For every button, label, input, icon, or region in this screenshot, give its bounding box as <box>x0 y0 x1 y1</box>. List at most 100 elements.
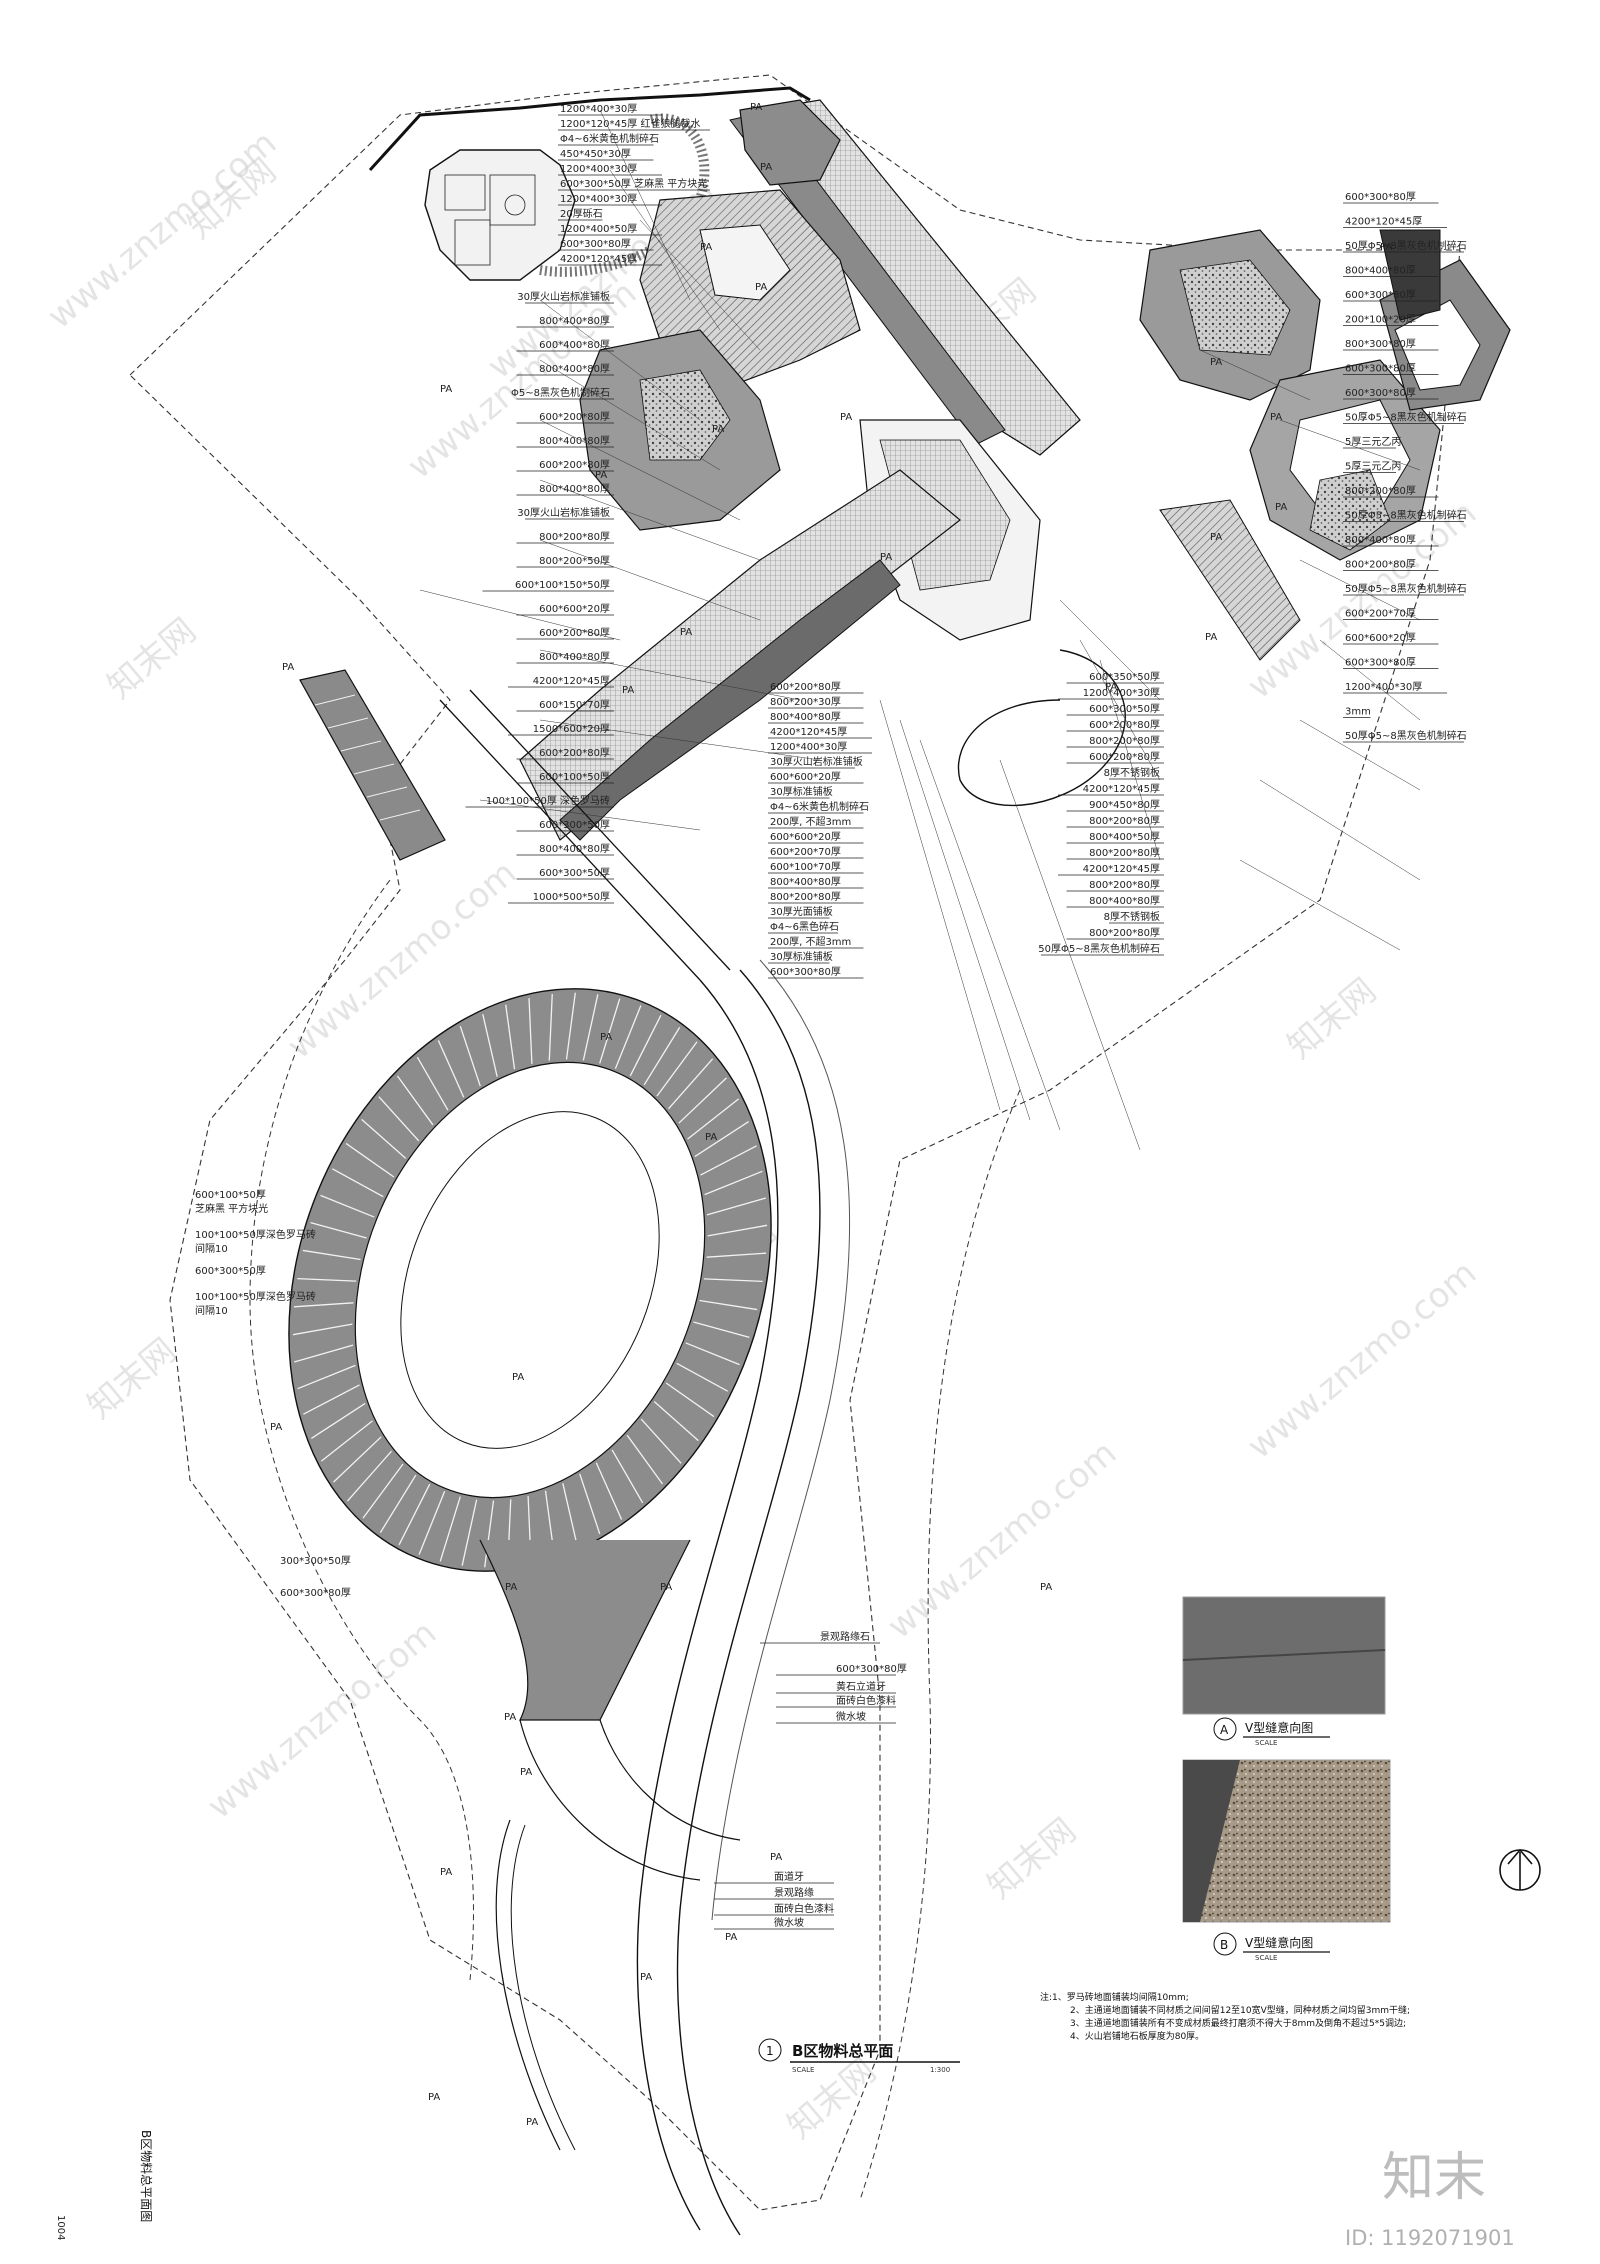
parking-bay-line <box>484 1500 495 1568</box>
top-pavilion <box>739 99 841 186</box>
parking-bay-line <box>629 1014 662 1077</box>
area-label-pa: PA <box>1210 532 1222 543</box>
callout-label: 30厚火山岩标准铺板 <box>517 290 610 303</box>
area-label-pa: PA <box>282 662 294 673</box>
area-labels: PAPAPAPAPAPAPAPAPAPAPAPAPAPAPAPAPAPAPAPA… <box>270 102 1392 2128</box>
callout-label: 600*200*80厚 <box>539 627 610 639</box>
parking-bay-line <box>599 998 621 1064</box>
area-label-pa: PA <box>595 470 607 481</box>
callout-label: 450*450*30厚 <box>560 148 631 160</box>
area-label-pa: PA <box>760 162 772 173</box>
area-label-pa: PA <box>770 1852 782 1863</box>
callout-label: 800*200*80厚 <box>1345 559 1416 571</box>
parking-bay-line <box>640 1418 682 1464</box>
area-label-pa: PA <box>700 242 712 253</box>
parking-bay-line <box>396 1075 434 1126</box>
main-road-curve-c <box>711 959 851 1921</box>
callout-label: 4200*120*45厚 <box>1083 863 1160 875</box>
parking-bay-line <box>693 1321 750 1338</box>
parking-bay-line <box>361 1118 407 1159</box>
callout-label: 800*400*80厚 <box>539 651 610 663</box>
detail-a-groove <box>1182 1649 1386 1661</box>
parking-bay-line <box>294 1344 354 1363</box>
parking-bay-line <box>700 1145 757 1176</box>
parking-bay-line <box>320 1194 375 1218</box>
callout-label: 800*200*80厚 <box>1089 847 1160 859</box>
callout-label: 4200*120*45厚 <box>1345 216 1422 228</box>
callout-label: 200厚, 不超3mm <box>770 935 851 948</box>
callout-label: 30厚火山岩标准铺板 <box>770 755 863 768</box>
callout-label: Φ4~6黑色碎石 <box>770 920 839 933</box>
callout-label: 5厚三元乙丙 <box>1345 461 1401 473</box>
callout-label: 600*300*50厚 芝麻黑 平方块光 <box>560 177 707 190</box>
callout-label: 30厚标准铺板 <box>770 785 833 798</box>
parking-bay-line <box>562 1483 578 1547</box>
parking-bay-line <box>614 1005 642 1069</box>
callouts-right: 600*300*80厚 4200*120*45厚 50厚Φ5~8黑灰色机制碎石 800… <box>1343 191 1467 743</box>
callout-label: 600*100*70厚 <box>770 861 841 873</box>
callout-label: 600*300*50厚 <box>1089 703 1160 715</box>
callout-label: 8厚不锈钢板 <box>1104 910 1160 923</box>
callout-label: 600*200*80厚 <box>770 681 841 693</box>
detail-b-title: V型缝意向图 <box>1245 1935 1313 1950</box>
callout-label: 600*100*50厚 <box>539 771 610 783</box>
parking-bay-line <box>346 1450 392 1502</box>
callout-label: 800*400*80厚 <box>539 363 610 375</box>
callout-label: 50厚Φ5~8黑灰色机制碎石 <box>1345 411 1467 424</box>
area-label-pa: PA <box>705 1132 717 1143</box>
callout-label: 600*600*20厚 <box>1345 632 1416 644</box>
site-boundary <box>129 74 1461 2211</box>
watermark-text: www.znzmo.com <box>880 1433 1124 1647</box>
callout-label: 50厚Φ5~8黑灰色机制碎石 <box>1345 239 1467 252</box>
callout-label: 800*200*80厚 <box>1089 879 1160 891</box>
watermark-text: 知末网 <box>100 611 204 707</box>
road-callout-label: 景观路缘石 <box>820 1630 870 1643</box>
ring-callout-label: 600*100*50厚 <box>195 1189 266 1201</box>
plan-title-text: B区物料总平面 <box>792 2042 893 2060</box>
callout-label: 1500*600*20厚 <box>533 723 610 735</box>
callout-label: 30厚光面铺板 <box>770 905 833 918</box>
callout-label: 600*200*70厚 <box>1345 608 1416 620</box>
parking-bay-line <box>678 1077 727 1124</box>
area-label-pa: PA <box>712 424 724 435</box>
parking-bay-line <box>665 1382 715 1418</box>
area-label-pa: PA <box>640 1972 652 1983</box>
right-courtyard <box>1139 229 1511 561</box>
note-line: 2、主通道地面铺装不同材质之间间留12至10宽V型缝，同种材质之间均留3mm干缝… <box>1070 2004 1410 2016</box>
plan-title-scale-word: SCALE <box>792 2066 814 2074</box>
callout-label: 600*200*80厚 <box>539 411 610 423</box>
callout-label: 4200*120*45厚 <box>533 675 610 687</box>
note-line: 注:1、罗马砖地面铺装均间隔10mm; <box>1040 1991 1189 2003</box>
area-label-pa: PA <box>520 1767 532 1778</box>
road-callout-label: 面砖白色漆料 <box>836 1694 896 1707</box>
callout-label: 1200*400*30厚 <box>560 193 637 205</box>
callout-label: 600*300*80厚 <box>1345 387 1416 399</box>
area-label-pa: PA <box>840 412 852 423</box>
road-callout-label: 面道牙 <box>774 1870 804 1883</box>
callout-label: 600*600*20厚 <box>770 831 841 843</box>
callout-label: 800*400*80厚 <box>539 483 610 495</box>
parking-bay-line <box>379 1474 417 1533</box>
watermark-text: 知末网 <box>1280 971 1384 1067</box>
note-line: 3、主通道地面铺装所有不变成材质最终打磨须不得大于8mm及倒角不超过5*5调边; <box>1070 2017 1406 2029</box>
parking-bay-line <box>482 1013 498 1077</box>
callout-label: 4200*120*45厚 <box>560 253 637 265</box>
image-id: ID: 1192071901 <box>1345 2226 1515 2250</box>
area-label-pa: PA <box>750 102 762 113</box>
parking-bay-line <box>437 1040 465 1098</box>
callout-label: 1200*400*50厚 <box>560 223 637 235</box>
callout-label: 4200*120*45厚 <box>1083 783 1160 795</box>
callout-label: 800*400*80厚 <box>539 435 610 447</box>
callout-label: Φ4~6米黄色机制碎石 <box>560 132 659 145</box>
callout-label: 800*200*80厚 <box>1089 735 1160 747</box>
lower-lane-b <box>599 1719 741 1841</box>
area-label-pa: PA <box>1270 412 1282 423</box>
parking-bay-line <box>579 1473 601 1535</box>
road-callout-label: 面砖白色漆料 <box>774 1902 834 1915</box>
parking-bay-line <box>398 1483 431 1546</box>
callout-label: 800*400*50厚 <box>1089 831 1160 843</box>
lower-left-curve <box>495 1819 561 2151</box>
callout-label: 800*200*80厚 <box>539 531 610 543</box>
parking-bay-line <box>378 1096 420 1142</box>
